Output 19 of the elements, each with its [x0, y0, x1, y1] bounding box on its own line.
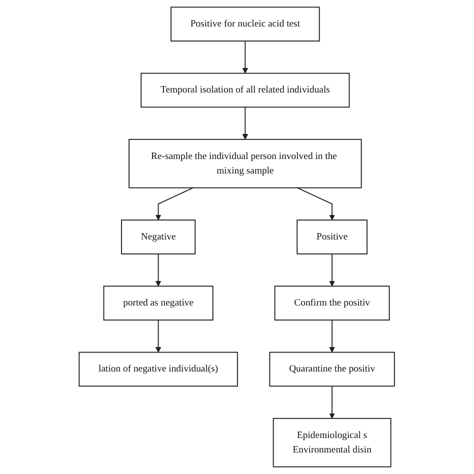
node-box: Confirm the positiv: [274, 286, 390, 321]
arrow: [242, 40, 248, 74]
node-box: Positive for nucleic acid test: [170, 6, 320, 42]
node-box: Quarantine the positiv: [269, 352, 396, 387]
arrow: [242, 106, 248, 140]
arrow: [156, 320, 162, 353]
arrow: [329, 253, 336, 286]
node-box: Epidemiological s Environmental disin: [273, 418, 392, 468]
node-box: Temporal isolation of all related individuals: [140, 72, 350, 108]
arrow: [156, 187, 194, 220]
arrow: [329, 386, 336, 419]
arrow: [156, 253, 162, 286]
node-box: ported as negative: [103, 286, 214, 321]
node-box: lation of negative individual(s): [78, 352, 238, 387]
arrow: [329, 320, 336, 353]
node-box: Re-sample the individual person involved in the mixing sample: [128, 138, 362, 188]
arrow: [297, 187, 336, 220]
node-box: Negative: [121, 220, 196, 254]
node-box: Positive: [296, 220, 368, 254]
